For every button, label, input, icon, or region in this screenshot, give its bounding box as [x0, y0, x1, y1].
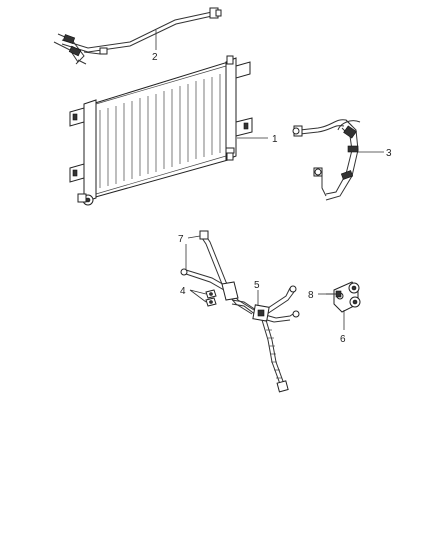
part-4-fasteners[interactable] — [205, 289, 217, 307]
part-3-hose[interactable] — [292, 119, 361, 201]
leader-4 — [189, 289, 207, 303]
part-8-bolt[interactable] — [326, 290, 342, 298]
callout-4: 4 — [180, 286, 186, 297]
callout-7: 7 — [178, 234, 184, 245]
part-1-cooler[interactable] — [69, 55, 253, 206]
callout-2: 2 — [152, 52, 158, 63]
callout-1: 1 — [272, 134, 278, 145]
part-2-transmission-line[interactable] — [53, 7, 222, 65]
part-5-line-assembly[interactable] — [180, 268, 300, 393]
callout-5: 5 — [254, 280, 260, 291]
callout-3: 3 — [386, 148, 392, 159]
callout-6: 6 — [340, 334, 346, 345]
callout-8: 8 — [308, 290, 314, 301]
leader-7 — [185, 235, 201, 270]
